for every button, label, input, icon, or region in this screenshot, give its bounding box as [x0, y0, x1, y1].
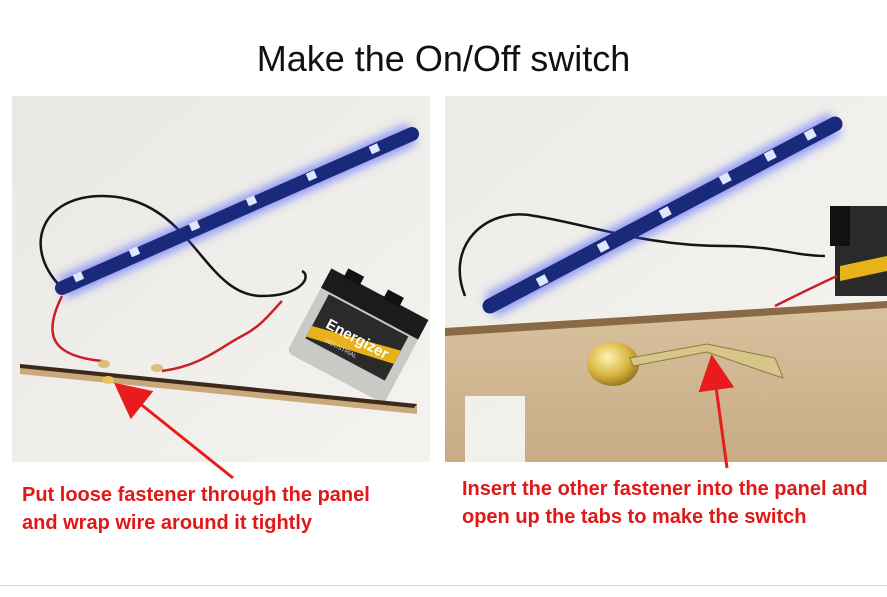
slide-title: Make the On/Off switch — [256, 38, 631, 79]
right-photo — [445, 96, 887, 462]
left-photo: Energizer INDUSTRIAL — [12, 96, 430, 462]
right-caption: Insert the other fastener into the panel… — [462, 478, 868, 528]
bottom-divider — [0, 585, 887, 586]
left-caption: Put loose fastener through the panel and… — [22, 484, 370, 534]
